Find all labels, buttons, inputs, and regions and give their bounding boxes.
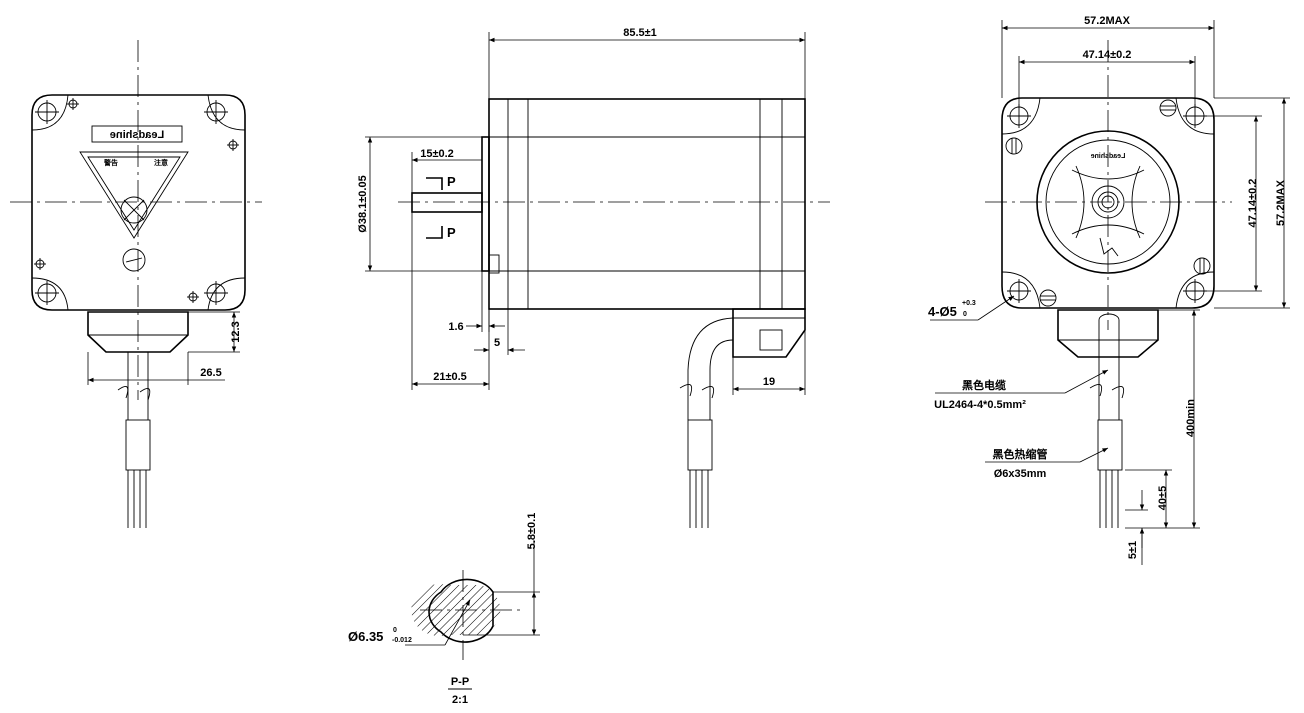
front-dim-max-width: 57.2MAX xyxy=(1084,15,1131,27)
side-dim-shaft-length: 21±0.5 xyxy=(433,371,467,383)
rear-dim-height: 12.3 xyxy=(230,321,242,342)
side-cable-sleeve xyxy=(687,419,713,471)
rear-dim-width: 26.5 xyxy=(200,367,221,379)
front-ground-mark xyxy=(1099,237,1119,257)
front-view: Leadshine 57.2MAX 47.14±0.2 47.14±0.2 57… xyxy=(928,15,1290,565)
rear-ground-symbol xyxy=(122,248,146,272)
rear-warning-left-text: 警告 xyxy=(104,158,118,167)
front-dim-hole-pitch-v: 47.14±0.2 xyxy=(1247,179,1259,228)
front-holes-tol-lower: 0 xyxy=(963,311,967,318)
side-dim-pilot-diameter: Ø38.1±0.05 xyxy=(357,175,369,232)
side-pilot xyxy=(481,136,490,272)
front-cable-label: 黑色电缆 xyxy=(962,378,1006,392)
side-dim-cable-offset: 5 xyxy=(494,337,500,349)
section-title: P-P xyxy=(451,676,469,688)
side-dim-pilot-height: 1.6 xyxy=(448,321,463,333)
rear-hole-bl xyxy=(35,281,59,305)
side-dim-shaft-flat: 15±0.2 xyxy=(420,148,454,160)
rear-warning-triangle-inner xyxy=(87,156,181,231)
section-tol-lower: -0.012 xyxy=(392,637,412,644)
front-screw-1 xyxy=(1159,99,1177,117)
rear-brand-plate xyxy=(91,125,183,143)
front-dim-max-height: 57.2MAX xyxy=(1275,179,1287,226)
rear-screw-3 xyxy=(34,258,46,270)
front-dim-hole-pitch-h: 47.14±0.2 xyxy=(1083,49,1132,61)
side-cable-inner xyxy=(709,339,734,420)
section-dim-shaft-diameter: Ø6.35 xyxy=(348,629,383,644)
rear-hole-tl xyxy=(35,100,59,124)
section-shaft-outline xyxy=(428,578,494,643)
front-holes-tol-upper: +0.3 xyxy=(962,300,976,307)
rear-cable-sleeve xyxy=(125,419,151,471)
front-cable-wires xyxy=(1099,470,1119,528)
rear-notch-bl xyxy=(31,277,69,311)
front-hole-tl xyxy=(1007,104,1031,128)
rear-screw-4 xyxy=(187,291,199,303)
side-cable-outer xyxy=(687,317,734,420)
front-hole-br xyxy=(1183,279,1207,303)
front-cable-gland xyxy=(1057,309,1159,358)
front-holes-label: 4-Ø5 xyxy=(928,304,957,319)
side-dim-connector: 19 xyxy=(763,376,775,388)
rear-notch-br xyxy=(207,277,246,311)
section-mark-bottom-label: P xyxy=(447,225,456,240)
rear-view: Leadshine 警告 注意 12.3 26.5 xyxy=(10,40,262,528)
side-body xyxy=(488,98,806,310)
rear-hole-br xyxy=(204,281,228,305)
rear-cable-wires xyxy=(127,470,147,528)
section-mark-top xyxy=(426,177,443,190)
side-dim-length: 85.5±1 xyxy=(623,27,657,39)
rear-view-body-outline xyxy=(31,94,246,311)
side-label-tab xyxy=(488,254,500,274)
side-shaft xyxy=(411,192,483,213)
front-cable-spec: UL2464-4*0.5mm² xyxy=(934,399,1026,411)
section-mark-bottom xyxy=(426,226,443,239)
section-tol-upper: 0 xyxy=(393,627,397,634)
front-body-outline xyxy=(1001,97,1215,309)
front-sleeve-label: 黑色热缩管 xyxy=(993,447,1048,461)
front-screw-4 xyxy=(1039,289,1057,307)
section-scale: 2:1 xyxy=(452,694,468,706)
front-screw-3 xyxy=(1193,257,1211,275)
section-mark-top-label: P xyxy=(447,174,456,189)
front-screw-2 xyxy=(1005,137,1023,155)
front-sleeve-spec: Ø6x35mm xyxy=(994,468,1047,480)
section-dim-flat: 5.8±0.1 xyxy=(526,513,538,550)
rear-notch-tl xyxy=(31,94,69,131)
front-cable-sleeve xyxy=(1097,419,1123,471)
rear-warning-triangle xyxy=(79,151,189,239)
side-cable-wires xyxy=(689,470,709,528)
rear-screw-2 xyxy=(227,139,239,151)
rear-notch-tr xyxy=(207,94,246,131)
side-view: 15±0.2 P P Ø38.1±0.05 85.5±1 1.6 5 21±0.… xyxy=(357,27,830,528)
front-dim-strip: 40±5 xyxy=(1157,486,1169,510)
side-connector xyxy=(732,308,806,358)
rear-seal-circle xyxy=(120,196,148,224)
front-dim-tip: 5±1 xyxy=(1127,541,1139,559)
rear-warning-right-text: 注意 xyxy=(154,158,168,167)
front-dim-cable-length: 400min xyxy=(1185,399,1197,437)
rear-brand-text: Leadshine xyxy=(110,129,164,141)
front-hole-bl xyxy=(1007,279,1031,303)
rear-screw-1 xyxy=(67,98,79,110)
section-view: 5.8±0.1 Ø6.35 0 -0.012 P-P 2:1 xyxy=(348,513,540,706)
rear-hole-tr xyxy=(204,100,228,124)
